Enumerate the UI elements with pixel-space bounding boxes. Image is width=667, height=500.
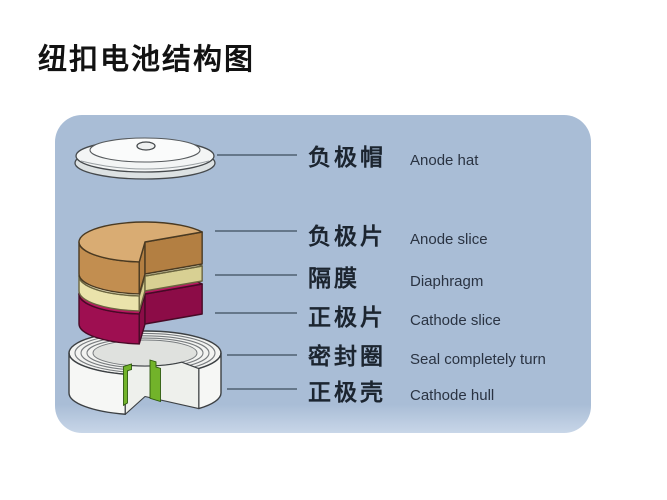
label-row-diaphragm: 隔膜 Diaphragm	[308, 263, 588, 293]
label-zh-cathode-hull: 正极壳	[308, 379, 386, 405]
label-row-anode-cap: 负极帽 Anode hat	[308, 142, 588, 172]
label-row-anode-slice: 负极片 Anode slice	[308, 221, 588, 251]
label-zh-anode-cap: 负极帽	[308, 144, 386, 170]
label-en-anode-slice: Anode slice	[410, 231, 488, 248]
anode-slice-shape	[78, 221, 203, 295]
battery-diagram-svg	[68, 137, 297, 415]
label-en-anode-cap: Anode hat	[410, 152, 479, 169]
label-en-cathode-slice: Cathode slice	[410, 312, 501, 329]
diagram-panel: 负极帽 Anode hat 负极片 Anode slice 隔膜 Diaphra…	[55, 115, 591, 433]
label-en-seal-ring: Seal completely turn	[410, 351, 546, 368]
anode-cap-shape	[74, 137, 216, 180]
label-zh-seal-ring: 密封圈	[308, 343, 386, 369]
label-row-seal-ring: 密封圈 Seal completely turn	[308, 341, 588, 371]
leader-lines	[215, 154, 297, 390]
label-zh-anode-slice: 负极片	[308, 223, 386, 249]
label-zh-diaphragm: 隔膜	[308, 265, 360, 291]
label-row-cathode-hull: 正极壳 Cathode hull	[308, 377, 588, 407]
seal-ring-shape	[123, 359, 161, 407]
label-en-diaphragm: Diaphragm	[410, 273, 484, 290]
label-zh-cathode-slice: 正极片	[308, 304, 386, 330]
cathode-hull-shape	[68, 330, 222, 415]
page-title: 纽扣电池结构图	[38, 44, 256, 76]
label-row-cathode-slice: 正极片 Cathode slice	[308, 302, 588, 332]
label-en-cathode-hull: Cathode hull	[410, 387, 495, 404]
